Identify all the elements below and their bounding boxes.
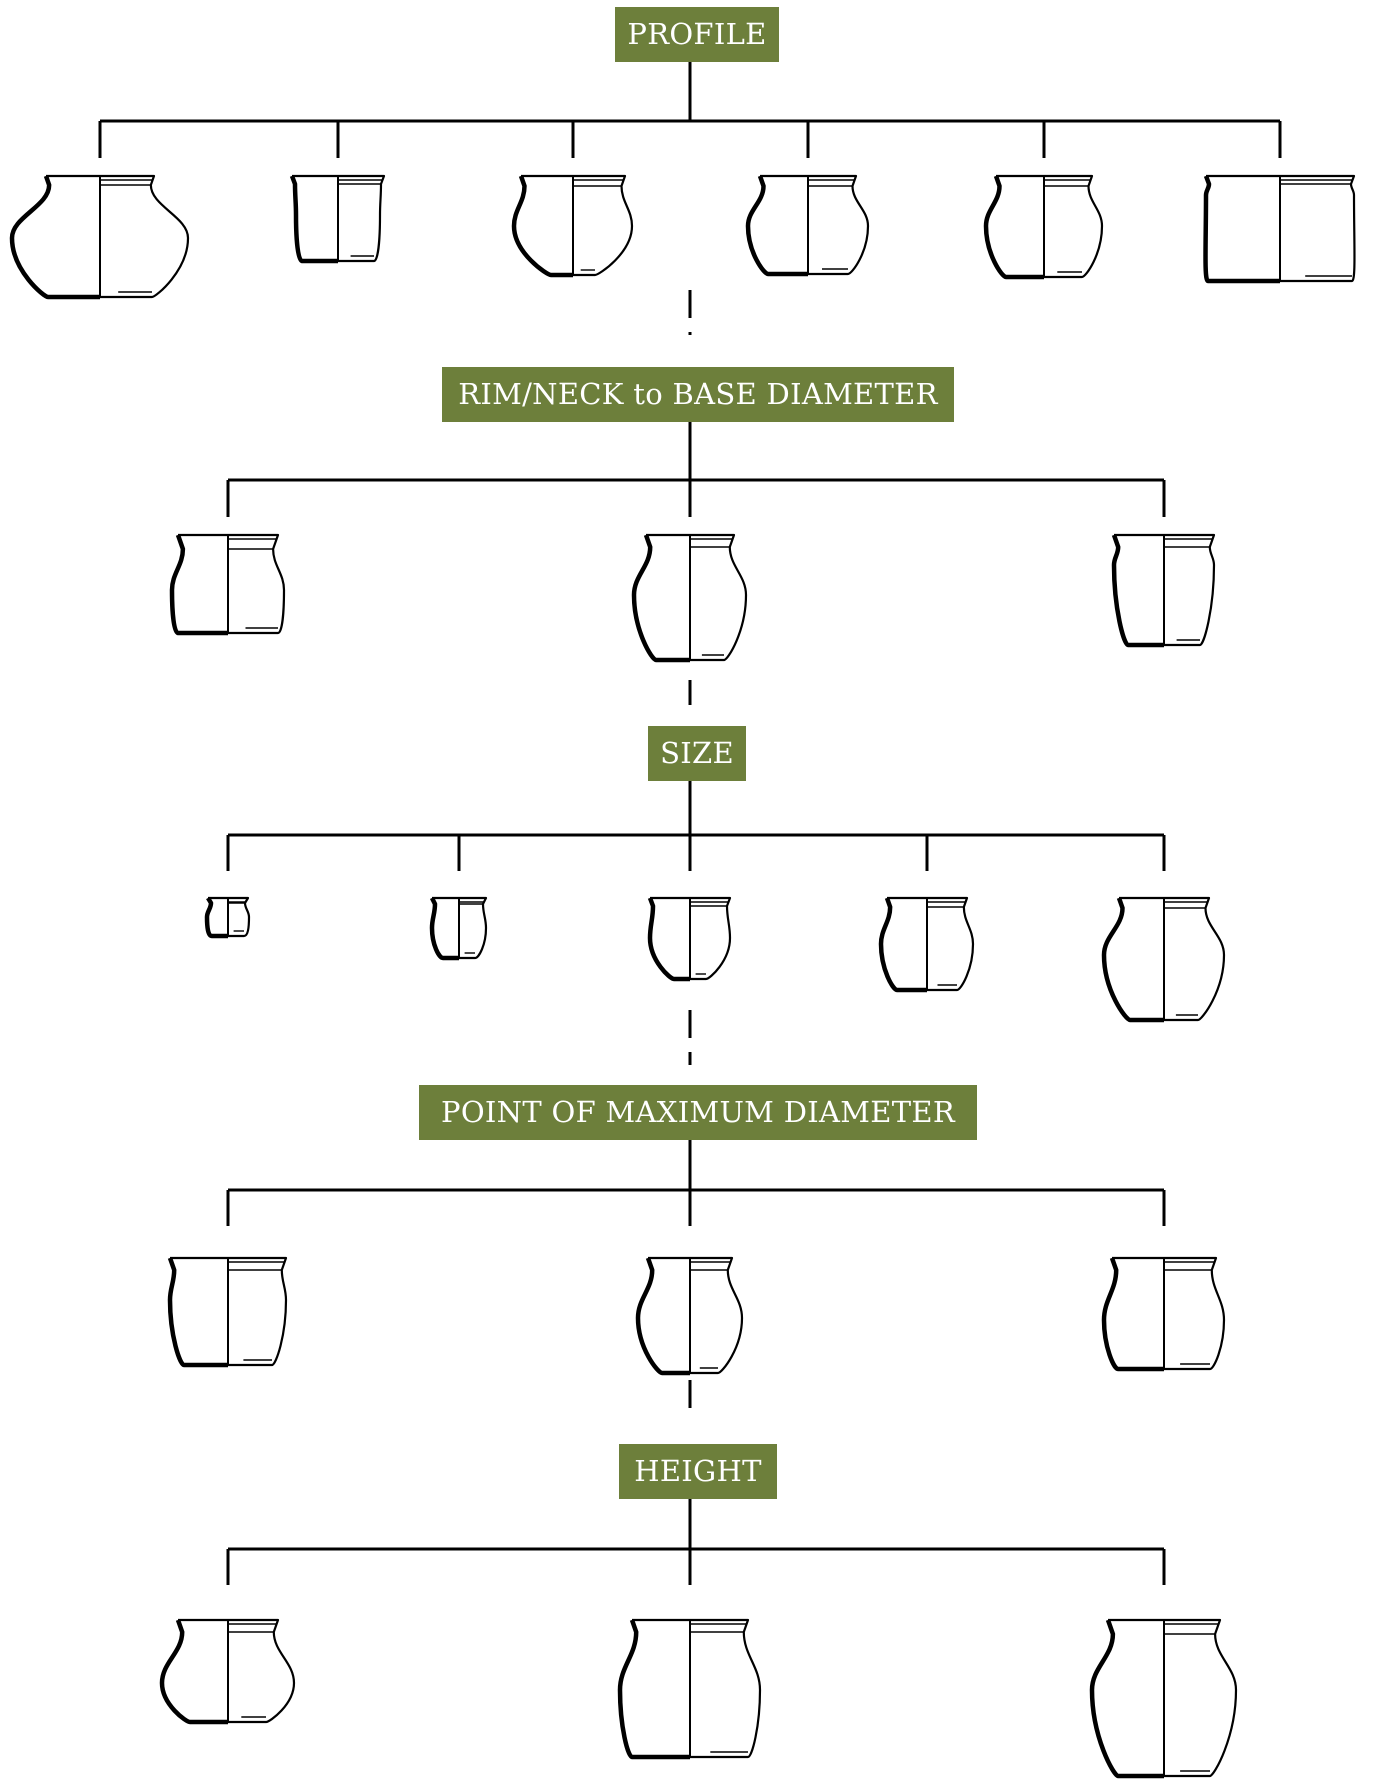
vessel-exterior: [459, 896, 488, 960]
vessel-profile: [204, 896, 228, 939]
vessel-profile: [745, 175, 808, 277]
vessel-exterior: [1164, 896, 1226, 1022]
vessel-exterior: [927, 896, 975, 992]
vessel-exterior: [1164, 533, 1216, 647]
label-profile: PROFILE: [615, 7, 779, 62]
vessel-jar-max-high: [1101, 1256, 1226, 1372]
vessel-jar-max-low: [167, 1256, 288, 1368]
vessel-exterior: [228, 1618, 296, 1724]
vessel-profile: [635, 1257, 690, 1376]
vessel-exterior: [228, 1256, 288, 1367]
vessel-profile: [1089, 1619, 1164, 1779]
vessel-carinated-jar: [9, 174, 190, 300]
vessel-exterior: [228, 896, 251, 938]
vessel-exterior: [1164, 1256, 1226, 1371]
vessel-jar-tall: [1089, 1618, 1238, 1779]
vessel-exterior: [100, 174, 190, 299]
vessel-profile: [1101, 897, 1164, 1023]
vessel-exterior: [338, 174, 386, 263]
vessel-wide-straight-pot: [1203, 174, 1356, 284]
label-height: HEIGHT: [619, 1444, 777, 1499]
vessel-ovoid-jar: [983, 174, 1104, 280]
vessel-jar-size-4: [878, 896, 975, 993]
vessel-profile: [1203, 175, 1280, 284]
vessel-jar-max-mid: [635, 1256, 744, 1376]
vessel-jar-narrow-base: [1111, 533, 1216, 648]
vessel-bulbous-jar: [745, 174, 870, 277]
vessel-profile: [647, 897, 690, 982]
vessel-jar-size-5: [1101, 896, 1226, 1023]
vessel-exterior: [573, 174, 634, 277]
vessel-profile: [429, 896, 459, 961]
vessel-exterior: [690, 533, 748, 662]
label-size: SIZE: [648, 726, 746, 781]
vessel-jar-medium: [617, 1618, 762, 1760]
vessel-jar-short: [159, 1618, 296, 1725]
vessel-globular-bowl: [511, 174, 634, 278]
vessel-straight-sided-cup: [289, 174, 386, 264]
vessel-jar-wide-base: [169, 533, 286, 636]
vessel-profile: [289, 175, 338, 264]
vessel-profile: [159, 1619, 228, 1725]
label-point-of-maximum-diameter: POINT OF MAXIMUM DIAMETER: [419, 1085, 977, 1140]
label-rim-neck-base: RIM/NECK to BASE DIAMETER: [442, 367, 954, 422]
vessel-profile: [167, 1257, 228, 1368]
vessel-profile: [617, 1619, 690, 1760]
vessel-profile: [631, 534, 690, 663]
vessel-profile: [9, 175, 100, 300]
vessel-profile: [1101, 1257, 1164, 1372]
vessel-exterior: [690, 1256, 744, 1375]
vessel-jar-size-3: [647, 896, 732, 982]
vessel-exterior: [808, 174, 870, 276]
vessel-exterior: [228, 533, 286, 635]
vessel-profile: [169, 534, 228, 636]
vessel-profile: [1111, 534, 1164, 648]
vessel-exterior: [1280, 174, 1356, 283]
vessel-exterior: [1164, 1618, 1238, 1778]
vessel-jar-balanced: [631, 533, 748, 663]
vessel-profile: [878, 897, 927, 993]
vessel-jar-size-2: [429, 896, 488, 961]
vessel-jar-size-1: [204, 896, 251, 939]
vessel-profile: [511, 175, 573, 278]
vessel-exterior: [690, 1618, 762, 1759]
vessel-profile: [983, 175, 1044, 280]
vessel-exterior: [1044, 174, 1104, 279]
vessel-exterior: [690, 896, 732, 981]
